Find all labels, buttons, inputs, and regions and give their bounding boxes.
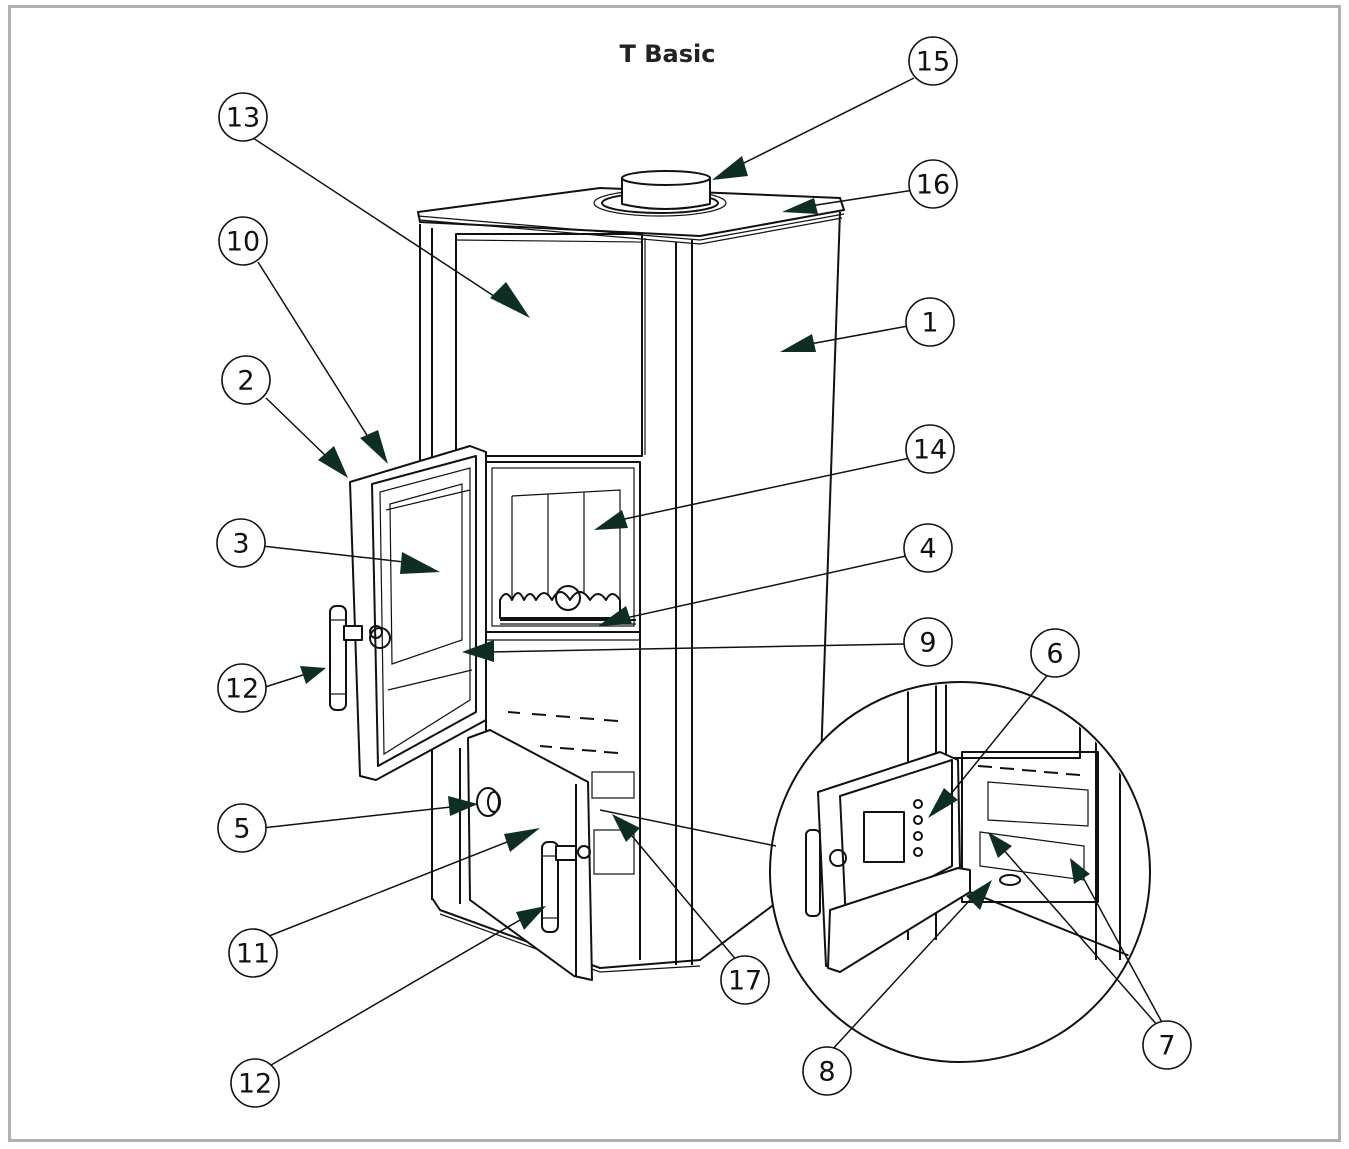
svg-text:11: 11 <box>236 939 270 970</box>
svg-text:8: 8 <box>818 1057 835 1088</box>
svg-text:9: 9 <box>919 628 936 659</box>
callout-13: 13 <box>218 92 268 142</box>
callout-2: 2 <box>221 355 271 405</box>
svg-text:3: 3 <box>232 529 249 560</box>
callout-12-lower: 12 <box>230 1058 280 1108</box>
ash-door <box>467 729 593 981</box>
svg-text:16: 16 <box>916 170 950 201</box>
svg-text:2: 2 <box>237 366 254 397</box>
svg-text:4: 4 <box>919 534 936 565</box>
callout-9: 9 <box>903 617 953 667</box>
svg-text:14: 14 <box>913 435 947 466</box>
callout-8: 8 <box>802 1046 852 1096</box>
svg-text:1: 1 <box>921 308 938 339</box>
callout-12-upper: 12 <box>217 663 267 713</box>
callout-11: 11 <box>228 928 278 978</box>
svg-text:12: 12 <box>238 1069 272 1100</box>
svg-text:6: 6 <box>1046 639 1063 670</box>
callout-1: 1 <box>905 297 955 347</box>
callout-17: 17 <box>720 955 770 1005</box>
callout-5: 5 <box>217 803 267 853</box>
callout-4: 4 <box>903 523 953 573</box>
diagram-frame <box>8 5 1341 1142</box>
fire-door <box>329 445 487 781</box>
detail-magnifier <box>599 681 1151 1063</box>
callout-15: 15 <box>908 36 958 86</box>
diagram-title: T Basic <box>619 40 716 68</box>
svg-text:12: 12 <box>225 674 259 705</box>
leader-lines <box>249 77 1165 1069</box>
svg-text:13: 13 <box>226 103 260 134</box>
stove-body <box>417 170 845 973</box>
callout-14: 14 <box>905 424 955 474</box>
svg-text:10: 10 <box>226 227 260 258</box>
callout-7: 7 <box>1142 1020 1192 1070</box>
svg-text:15: 15 <box>916 47 950 78</box>
svg-text:5: 5 <box>233 814 250 845</box>
svg-text:7: 7 <box>1158 1031 1175 1062</box>
svg-text:17: 17 <box>728 966 762 997</box>
callout-3: 3 <box>216 518 266 568</box>
callout-16: 16 <box>908 159 958 209</box>
callout-6: 6 <box>1030 628 1080 678</box>
callout-10: 10 <box>218 216 268 266</box>
